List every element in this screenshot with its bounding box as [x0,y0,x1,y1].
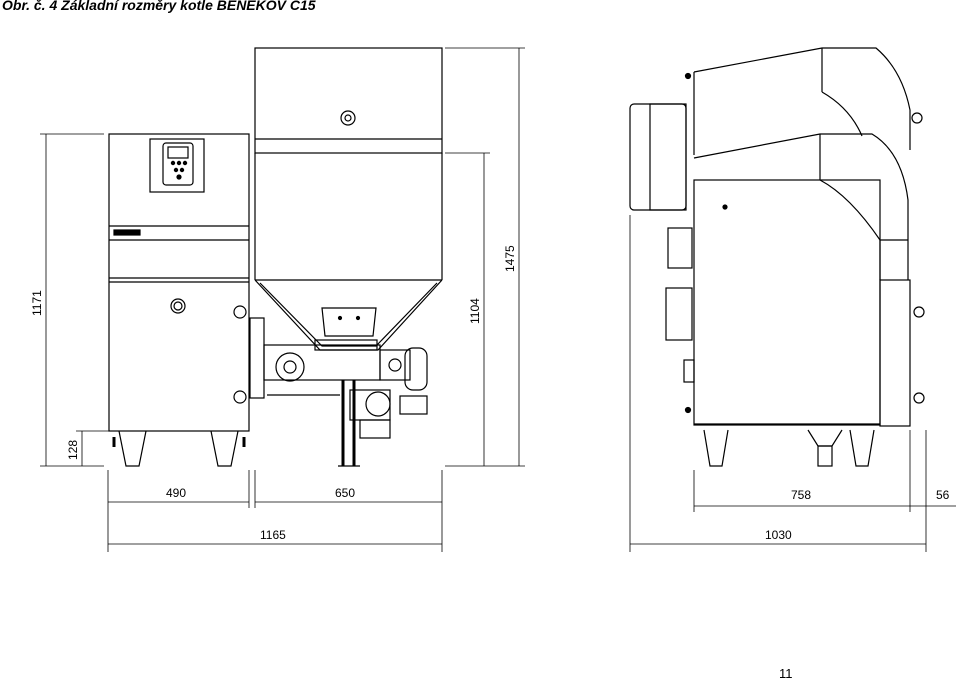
boiler-side-view [629,47,925,467]
dim-1030: 1030 [765,528,792,542]
dim-758: 758 [791,488,811,502]
dim-650: 650 [335,486,355,500]
dim-1104: 1104 [468,298,482,324]
page-number: 11 [779,666,793,681]
dim-1171: 1171 [30,290,44,316]
dim-1165: 1165 [260,528,286,542]
dim-128: 128 [66,440,80,460]
side-dimension-lines [629,215,956,552]
dimension-labels: 490 650 1165 1171 128 1104 1475 758 56 1… [30,245,950,542]
feeder-front-view [249,317,428,467]
figure-caption: Obr. č. 4 Základní rozměry kotle BENEKOV… [2,0,316,13]
dim-56: 56 [936,488,950,502]
dim-1475: 1475 [503,245,517,272]
boiler-front-view [108,133,250,467]
front-dimension-lines [40,47,525,552]
hopper-front-view [254,47,443,351]
dim-490: 490 [166,486,186,500]
